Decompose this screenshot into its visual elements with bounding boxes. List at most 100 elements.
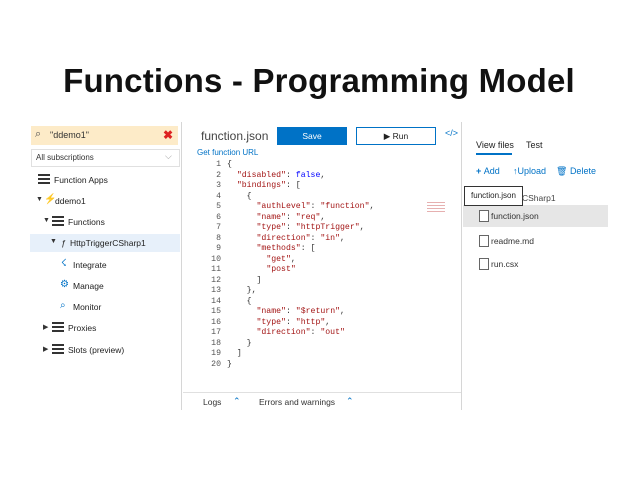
- code-line[interactable]: "name": "req",: [256, 212, 326, 222]
- function-icon: ƒ: [61, 238, 66, 248]
- code-line[interactable]: "authLevel": "function",: [256, 202, 375, 211]
- line-number: 9: [216, 244, 221, 253]
- code-line[interactable]: }: [227, 338, 252, 348]
- search-input[interactable]: "ddemo1": [50, 130, 89, 140]
- chevron-down-icon: ⌵: [165, 151, 172, 161]
- line-number: 8: [216, 233, 221, 243]
- delete-button[interactable]: 🗑 Delete: [556, 166, 596, 177]
- upload-icon: ↑: [513, 166, 518, 176]
- search-box[interactable]: ⌕ "ddemo1" ✖: [31, 126, 178, 145]
- search-icon: ⌕: [60, 300, 66, 311]
- line-number: 20: [211, 359, 221, 369]
- tree-item-app[interactable]: ▼ ⚡ ddemo1: [30, 192, 180, 210]
- code-line[interactable]: {: [227, 160, 232, 169]
- logs-tab[interactable]: Logs: [203, 397, 222, 407]
- chevron-up-icon[interactable]: ⌃: [346, 396, 354, 406]
- line-number: 2: [216, 170, 221, 180]
- file-icon: [479, 258, 489, 270]
- trash-icon: 🗑: [556, 166, 570, 176]
- delete-label: Delete: [569, 166, 596, 176]
- code-line[interactable]: }: [227, 359, 232, 369]
- code-line[interactable]: "direction": "out": [256, 328, 345, 337]
- file-name: readme.md: [491, 236, 534, 246]
- line-number: 11: [211, 265, 221, 274]
- files-panel: View files Test + Add ↑Upload 🗑 Delete f…: [463, 122, 608, 410]
- caret-right-icon[interactable]: ▶: [43, 324, 49, 331]
- gear-icon: ⚙: [60, 279, 69, 290]
- file-name: function.json: [491, 211, 539, 221]
- search-icon: ⌕: [35, 128, 42, 140]
- list-icon: [52, 344, 64, 354]
- code-line[interactable]: {: [227, 191, 252, 201]
- line-number: 15: [211, 307, 221, 316]
- tab-test[interactable]: Test: [526, 140, 543, 150]
- list-icon: [52, 216, 64, 226]
- code-editor[interactable]: 1{2 "disabled": false,3 "bindings": [4 {…: [197, 160, 455, 375]
- minimap[interactable]: [427, 200, 445, 218]
- add-button[interactable]: + Add: [476, 166, 500, 176]
- upload-button[interactable]: ↑Upload: [513, 166, 546, 176]
- caret-down-icon[interactable]: ▼: [43, 217, 50, 224]
- code-line[interactable]: "type": "http",: [256, 317, 331, 327]
- get-function-url-link[interactable]: Get function URL: [197, 148, 259, 157]
- file-icon: [479, 235, 489, 247]
- portal-screenshot: ⌕ "ddemo1" ✖ All subscriptions ⌵ Functio…: [30, 122, 608, 410]
- line-number: 12: [211, 275, 221, 285]
- bottom-bar: Logs ⌃ Errors and warnings ⌃: [183, 392, 461, 410]
- tree-item-label: Functions: [68, 217, 105, 227]
- tree-item-label: Integrate: [73, 260, 107, 270]
- caret-down-icon[interactable]: ▼: [36, 196, 43, 203]
- code-line[interactable]: {: [227, 296, 252, 306]
- run-label: Run: [392, 131, 409, 141]
- tree-item-proxies[interactable]: ▶ Proxies: [30, 319, 180, 337]
- run-button[interactable]: ▶ Run: [356, 127, 436, 145]
- line-number: 19: [211, 349, 221, 358]
- tree-item-integrate[interactable]: ☇ Integrate: [30, 256, 180, 274]
- code-line[interactable]: "get",: [266, 254, 296, 264]
- tree-item-label: Manage: [73, 281, 104, 291]
- resource-tree-panel: ⌕ "ddemo1" ✖ All subscriptions ⌵ Functio…: [30, 122, 182, 410]
- save-button[interactable]: Save: [277, 127, 347, 145]
- plus-icon: +: [476, 166, 484, 176]
- line-number: 17: [211, 328, 221, 337]
- add-label: Add: [483, 166, 500, 176]
- tooltip-tail-text: CSharp1: [522, 193, 556, 203]
- line-number: 3: [216, 181, 221, 190]
- editor-panel: function.json Save ▶ Run </> Get functio…: [183, 122, 462, 410]
- subscriptions-label: All subscriptions: [36, 153, 94, 162]
- code-line[interactable]: "type": "httpTrigger",: [256, 223, 365, 232]
- tree-item-slots[interactable]: ▶ Slots (preview): [30, 341, 180, 359]
- selected-file-highlight: [463, 205, 608, 227]
- code-view-icon[interactable]: </>: [445, 128, 459, 138]
- errors-tab[interactable]: Errors and warnings: [259, 397, 336, 407]
- tree-item-monitor[interactable]: ⌕ Monitor: [30, 298, 180, 316]
- tooltip: function.json: [464, 186, 523, 206]
- tree-item-manage[interactable]: ⚙ Manage: [30, 277, 180, 295]
- code-line[interactable]: "post": [266, 265, 296, 274]
- lightning-icon: ☇: [61, 258, 67, 269]
- code-line[interactable]: "disabled": false,: [236, 170, 326, 180]
- code-line[interactable]: "methods": [: [256, 244, 316, 253]
- code-line[interactable]: ]: [227, 349, 242, 358]
- line-number: 13: [211, 286, 221, 295]
- code-line[interactable]: "name": "$return",: [256, 307, 345, 316]
- file-title: function.json: [201, 129, 269, 143]
- play-icon: ▶: [383, 131, 393, 141]
- caret-down-icon[interactable]: ▼: [50, 238, 57, 245]
- tree-item-label: Monitor: [73, 302, 102, 312]
- code-line[interactable]: },: [227, 286, 257, 295]
- code-line[interactable]: ]: [227, 275, 262, 285]
- tree-item-functions[interactable]: ▼ Functions: [30, 213, 180, 231]
- code-line[interactable]: "direction": "in",: [256, 233, 345, 243]
- code-line[interactable]: "bindings": [: [236, 181, 301, 190]
- clear-search-icon[interactable]: ✖: [163, 128, 174, 142]
- caret-right-icon[interactable]: ▶: [43, 346, 49, 353]
- line-number: 14: [211, 296, 221, 306]
- list-icon: [38, 174, 50, 184]
- chevron-up-icon[interactable]: ⌃: [233, 396, 241, 406]
- subscriptions-dropdown[interactable]: All subscriptions ⌵: [31, 149, 180, 167]
- function-app-icon: ⚡: [44, 194, 57, 205]
- tree-item-function[interactable]: ▼ ƒ HttpTriggerCSharp1: [30, 234, 180, 252]
- tab-view-files[interactable]: View files: [476, 140, 514, 150]
- tree-item-function-apps[interactable]: Function Apps: [30, 171, 180, 189]
